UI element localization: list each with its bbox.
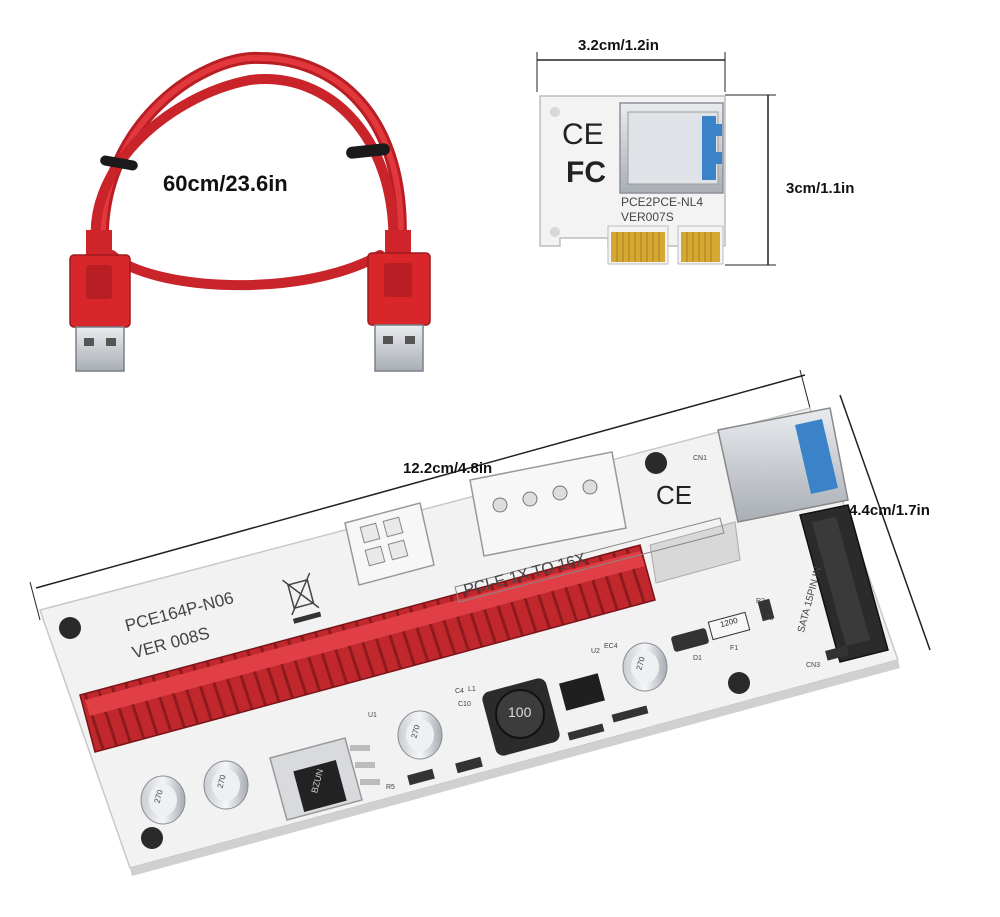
adapter-model-text: PCE2PCE-NL4 [621,195,704,209]
capacitor-2 [203,760,249,810]
riser-board [29,369,931,876]
pcie-adapter-board [536,52,776,266]
six-pin-connector [344,502,435,586]
capacitor-4 [622,642,668,692]
label-c10: C10 [458,701,471,708]
label-c4: C4 [455,688,464,695]
usb-plug-right [367,230,431,372]
label-cn1: CN1 [693,455,708,462]
board-height-label: 4.4cm/1.7in [849,502,930,519]
cable-tie-right [346,143,390,159]
label-cn3: CN3 [806,662,821,669]
voltage-regulator [269,737,380,821]
label-l1: L1 [468,686,476,693]
capacitor-3 [397,710,443,760]
adapter-ce-mark: CE [562,118,604,151]
label-f1: F1 [730,645,739,652]
adapter-height-label: 3cm/1.1in [786,180,855,197]
label-ec4: EC4 [604,643,618,650]
label-d1: D1 [693,655,702,662]
chip-u2 [559,673,605,711]
riser-usb-port [717,407,849,523]
weee-bin-icon [282,572,322,624]
riser-ce-mark: CE [656,480,693,510]
cable-tie-left [100,155,138,171]
label-u2: U2 [591,648,600,655]
molex-connector [469,451,627,557]
adapter-version-text: VER007S [621,210,674,224]
label-r2: R2 [756,598,765,605]
diode [671,628,709,652]
capacitor-1 [140,775,186,825]
label-r5: R5 [386,784,395,791]
cable-length-label: 60cm/23.6in [163,171,288,196]
usb-plug-left [69,230,131,372]
adapter-fc-mark: FC [566,156,606,189]
fuse [707,611,751,641]
label-u1: U1 [368,712,377,719]
board-length-label: 12.2cm/4.8in [403,460,493,477]
adapter-width-label: 3.2cm/1.2in [578,37,659,54]
usb-cable [90,51,407,291]
sata-connector [799,504,889,663]
inductor-value: 100 [508,704,532,720]
label-j3: J3 [766,615,774,622]
